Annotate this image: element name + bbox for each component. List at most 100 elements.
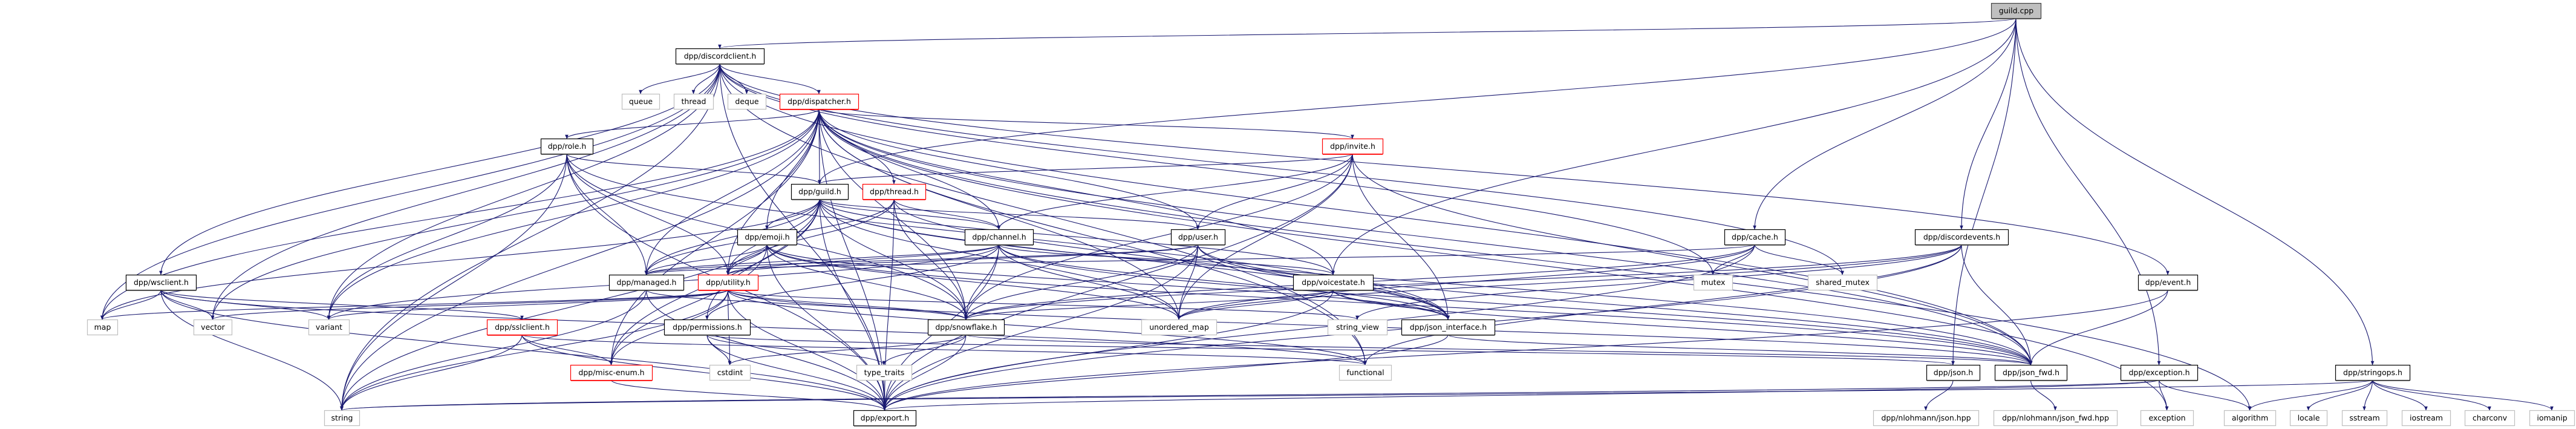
edges-layer [100,18,2554,411]
edge-dispatcher-to-emoji [765,108,820,230]
node-managed[interactable]: dpp/managed.h [608,274,685,291]
node-deque: deque [727,93,767,110]
node-discordclient[interactable]: dpp/discordclient.h [675,48,765,65]
node-box [862,183,927,200]
node-event[interactable]: dpp/event.h [2137,274,2199,291]
edge-discordclient-to-queue [639,63,720,94]
node-box [2464,410,2516,427]
edge-role-to-variant [327,153,567,320]
edge-channel-to-utility [726,244,1000,275]
edge-exception_h-to-export [883,379,2160,411]
node-label: dpp/channel.h [972,232,1026,241]
edge-cache-to-managed [645,244,1755,275]
node-cache[interactable]: dpp/cache.h [1724,229,1786,246]
edge-managed-to-snowflake [645,289,968,320]
node-box [2401,410,2451,427]
node-box [1693,274,1733,291]
edge-sslclient-to-export [521,334,887,411]
node-cstdint: cstdint [709,364,751,381]
node-role[interactable]: dpp/role.h [540,138,594,155]
node-label: exception [2148,413,2185,422]
node-label: dpp/managed.h [617,278,677,287]
edge-cache-to-shared_mutex [1754,244,1844,275]
edge-user-to-export [882,244,1199,411]
node-discordevents[interactable]: dpp/discordevents.h [1914,229,2009,246]
edge-wsclient-to-vector [160,289,215,320]
edge-permissions-to-export [706,334,887,411]
node-sslclient[interactable]: dpp/sslclient.h [486,319,558,336]
node-invite[interactable]: dpp/invite.h [1322,138,1384,155]
node-label: dpp/thread.h [870,187,919,196]
node-json-fwd[interactable]: dpp/json_fwd.h [1994,364,2068,381]
node-json[interactable]: dpp/json.h [1926,364,1981,381]
node-label: dpp/user.h [1178,232,1218,241]
node-label: deque [735,97,758,106]
edge-invite-to-json_interface [1352,153,1450,320]
node-guild[interactable]: dpp/guild.h [791,183,849,200]
edge-snowflake-to-cstdint [728,334,967,365]
node-permissions[interactable]: dpp/permissions.h [664,319,751,336]
node-box [927,319,1005,336]
edge-stringops-to-charconv [2372,379,2491,411]
node-map: map [86,319,119,336]
node-snowflake[interactable]: dpp/snowflake.h [927,319,1005,336]
node-misc-enum[interactable]: dpp/misc-enum.h [570,364,653,381]
node-box [1339,364,1392,381]
edge-discordevents-to-unordered_map [1177,244,1962,320]
node-emoji[interactable]: dpp/emoji.h [737,229,798,246]
node-voicestate[interactable]: dpp/voicestate.h [1293,274,1374,291]
node-box [608,274,685,291]
node-box [779,93,859,110]
node-utility[interactable]: dpp/utility.h [697,274,759,291]
node-label: charconv [2473,413,2508,422]
node-box [193,319,233,336]
edge-dispatcher-to-voicestate [818,108,1335,275]
node-exception-h[interactable]: dpp/exception.h [2120,364,2199,381]
edge-guild_cpp-to-stringops [2015,18,2375,365]
edge-emoji-to-misc_enum [609,244,768,365]
node-label: cstdint [717,368,743,377]
node-label: queue [629,97,653,106]
edge-invite-to-json_fwd [1352,153,2033,365]
edge-guild-to-voicestate [819,198,1335,275]
node-user[interactable]: dpp/user.h [1170,229,1226,246]
node-label: dpp/utility.h [706,278,751,287]
edge-emoji-to-snowflake [766,244,968,320]
edge-discordevents-to-snowflake [964,244,1962,320]
edge-user-to-unordered_map [1177,244,1199,320]
edge-utility-to-snowflake [727,289,968,320]
edge-dispatcher-to-string [340,108,820,411]
edge-sslclient-to-misc_enum [521,334,613,365]
edge-sslclient-to-string [340,334,523,411]
edge-exception_h-to-exception [2158,379,2169,411]
edge-thread_h-to-utility [726,198,895,275]
node-dispatcher[interactable]: dpp/dispatcher.h [779,93,859,110]
edge-dispatcher-to-json_fwd [818,108,2033,365]
node-box [673,93,714,110]
node-label: dpp/snowflake.h [935,323,997,332]
edge-voicestate-to-json_interface [1332,289,1450,320]
node-thread-h[interactable]: dpp/thread.h [862,183,927,200]
edge-guild-to-map [100,198,820,320]
edge-utility-to-map [100,289,729,320]
edge-snowflake-to-type_traits [882,334,967,365]
edge-guild-to-json_fwd [819,198,2033,365]
node-json-interface[interactable]: dpp/json_interface.h [1401,319,1496,336]
node-label: dpp/role.h [548,142,587,151]
edge-json_interface-to-json_fwd [1447,334,2033,365]
node-box [2529,410,2575,427]
node-box [697,274,759,291]
node-wsclient[interactable]: dpp/wsclient.h [125,274,197,291]
node-box [2120,364,2199,381]
node-export[interactable]: dpp/export.h [853,410,917,427]
node-box [1724,229,1786,246]
edge-dispatcher-to-exception [818,108,2169,411]
edge-dispatcher-to-channel [818,108,1001,230]
edge-dispatcher-to-unordered_map [818,108,1181,320]
node-channel[interactable]: dpp/channel.h [964,229,1034,246]
node-box [125,274,197,291]
node-iostream: iostream [2401,410,2451,427]
edge-wsclient-to-sslclient [160,289,524,320]
node-guild-cpp[interactable]: guild.cpp [1991,2,2042,19]
node-stringops[interactable]: dpp/stringops.h [2335,364,2411,381]
